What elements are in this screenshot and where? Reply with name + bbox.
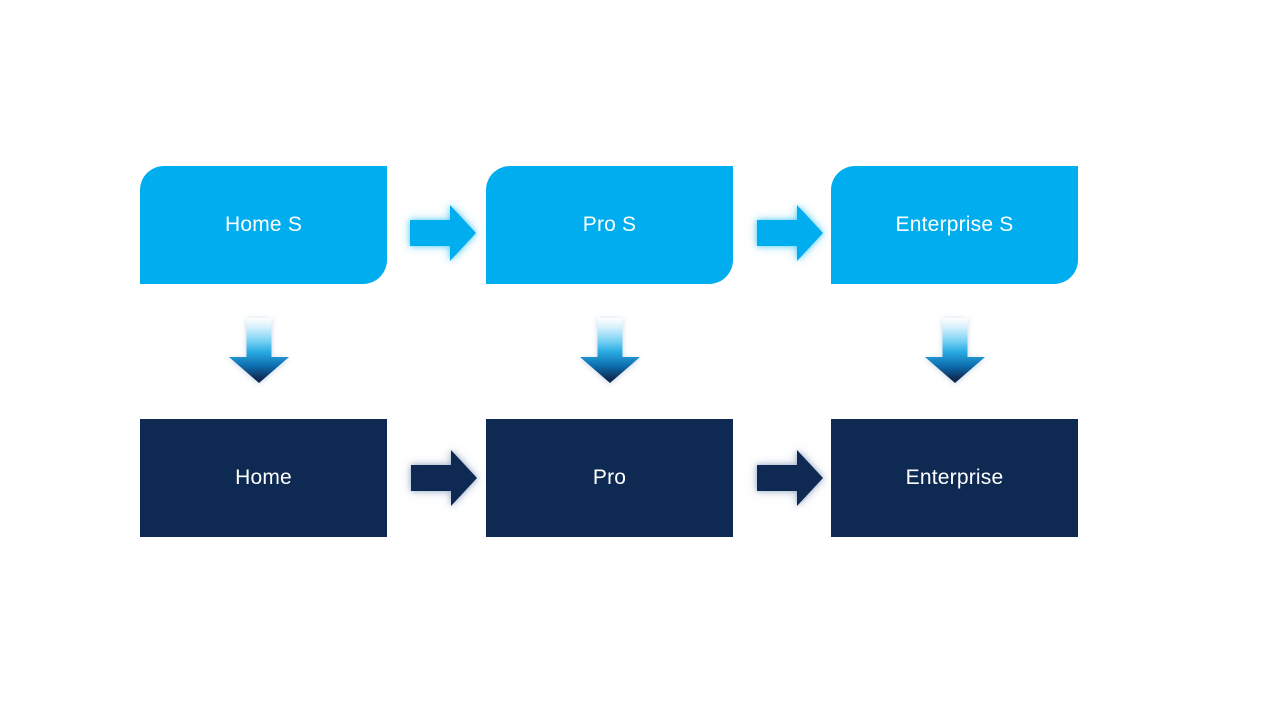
right-arrow-icon-bottom-1 xyxy=(411,450,477,506)
right-arrow-icon-bottom-2 xyxy=(757,450,823,506)
down-arrow-shape xyxy=(229,318,289,383)
bottom-box-pro: Pro xyxy=(486,419,733,537)
down-arrow-icon-2 xyxy=(580,318,640,383)
right-arrow-shape xyxy=(411,450,477,506)
right-arrow-shape xyxy=(757,205,823,261)
right-arrow-icon-top-1 xyxy=(410,205,476,261)
down-arrow-icon-3 xyxy=(925,318,985,383)
right-arrow-icon-top-2 xyxy=(757,205,823,261)
right-arrow-shape xyxy=(757,450,823,506)
bottom-box-enterprise: Enterprise xyxy=(831,419,1078,537)
bottom-box-home: Home xyxy=(140,419,387,537)
top-box-pro-s: Pro S xyxy=(486,166,733,284)
down-arrow-shape xyxy=(925,318,985,383)
right-arrow-shape xyxy=(410,205,476,261)
down-arrow-icon-1 xyxy=(229,318,289,383)
top-box-home-s: Home S xyxy=(140,166,387,284)
down-arrow-shape xyxy=(580,318,640,383)
top-box-enterprise-s: Enterprise S xyxy=(831,166,1078,284)
